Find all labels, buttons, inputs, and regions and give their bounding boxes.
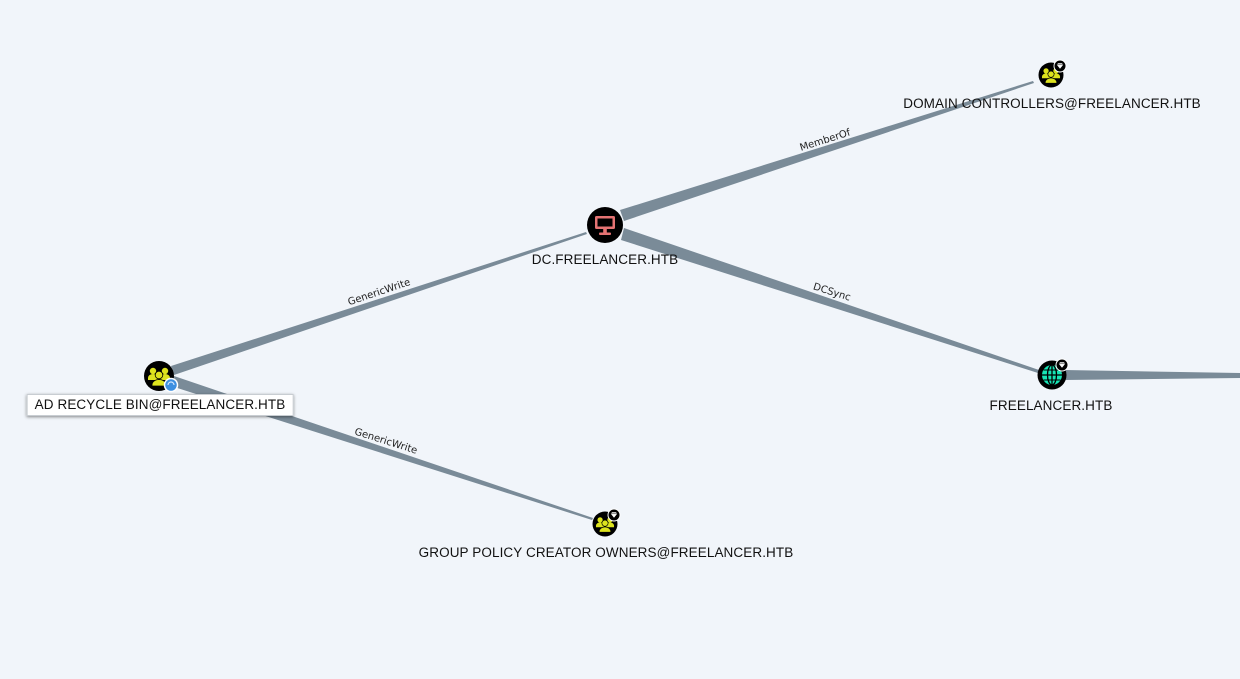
edge-line-domain-outgoing[interactable] bbox=[1064, 370, 1240, 380]
node-ad-recycle-bin[interactable] bbox=[144, 361, 179, 393]
node-label-dc[interactable]: DC.FREELANCER.HTB bbox=[531, 252, 679, 267]
node-label-gpo-creators[interactable]: GROUP POLICY CREATOR OWNERS@FREELANCER.H… bbox=[418, 545, 794, 560]
node-label-ad-recycle-bin[interactable]: AD RECYCLE BIN@FREELANCER.HTB bbox=[26, 394, 294, 416]
owned-marker-icon bbox=[163, 377, 179, 393]
node-dc-computer[interactable] bbox=[587, 207, 623, 243]
edge-line-memberof[interactable] bbox=[620, 81, 1034, 221]
edge-line-genericwrite-dc[interactable] bbox=[171, 232, 587, 375]
node-freelancer-domain[interactable] bbox=[1037, 358, 1069, 390]
edge-line-dcsync[interactable] bbox=[621, 228, 1039, 373]
computer-icon bbox=[595, 216, 615, 235]
high-value-icon bbox=[607, 508, 621, 522]
node-label-freelancer-domain[interactable]: FREELANCER.HTB bbox=[989, 398, 1113, 413]
high-value-icon bbox=[1055, 358, 1069, 372]
high-value-icon bbox=[1053, 59, 1067, 73]
node-label-domain-controllers[interactable]: DOMAIN CONTROLLERS@FREELANCER.HTB bbox=[903, 96, 1201, 111]
node-domain-controllers[interactable] bbox=[1038, 59, 1067, 88]
globe-icon bbox=[1042, 364, 1062, 386]
node-gpo-creators[interactable] bbox=[592, 508, 621, 537]
